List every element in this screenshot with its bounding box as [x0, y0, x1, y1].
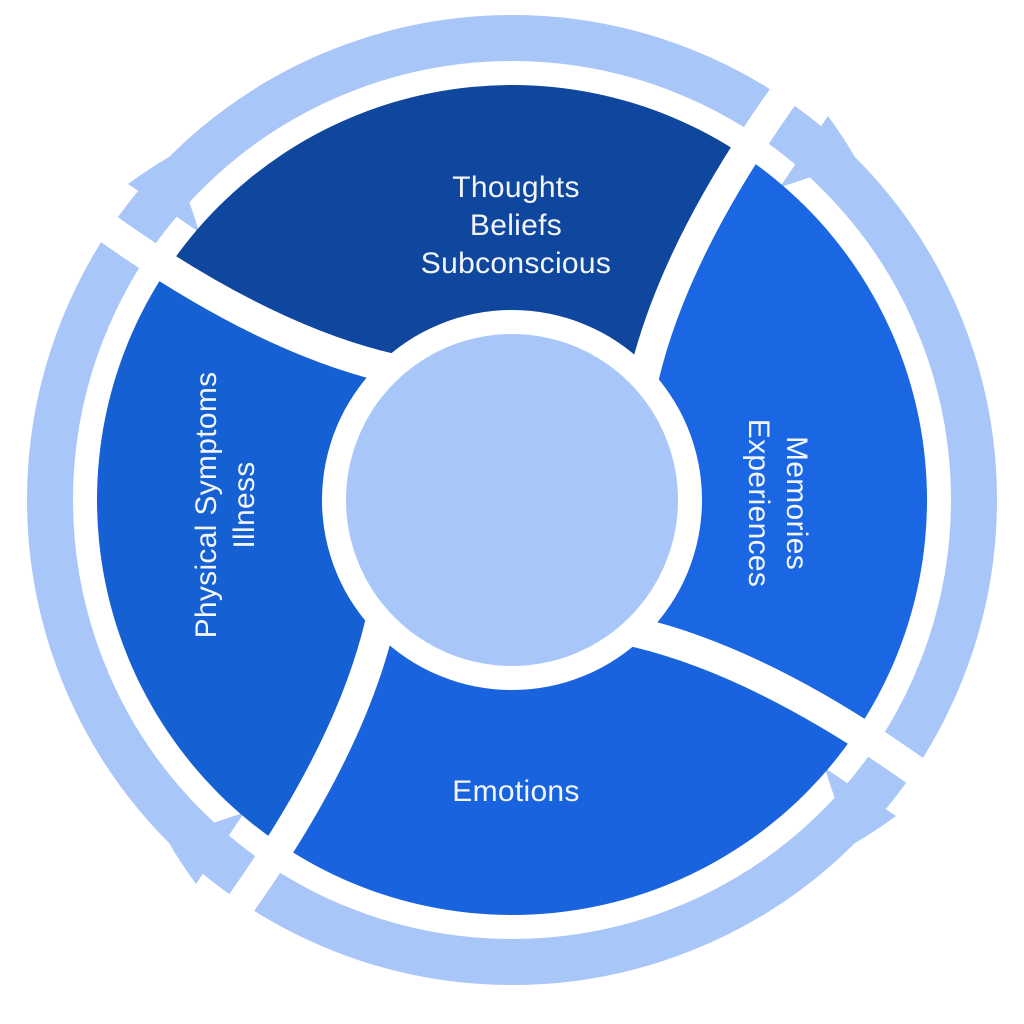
- segment-top-label-line: Beliefs: [469, 209, 563, 242]
- outer-ring-tail-se: [825, 768, 896, 843]
- divider-nw: [70, 197, 404, 383]
- segment-left-label-line: Illness: [228, 461, 261, 549]
- segment-top-label-line: Subconscious: [420, 247, 612, 280]
- segment-bottom-label: Emotions: [452, 773, 579, 811]
- segment-dividers: [70, 58, 954, 942]
- segment-right-label-line: Memories: [780, 435, 813, 571]
- segment-top-label-line: Thoughts: [452, 171, 580, 204]
- outer-ring: [27, 15, 997, 985]
- segment-right-label: Memories Experiences: [739, 419, 815, 587]
- segment-left-label-line: Physical Symptoms: [190, 371, 223, 639]
- outer-ring-tail-sw: [169, 813, 244, 884]
- divider-ne: [629, 58, 815, 392]
- segment-bottom-label-line: Emotions: [452, 775, 580, 808]
- segment-left-label: Physical Symptoms Illness: [188, 372, 264, 639]
- segment-top-label: Thoughts Beliefs Subconscious: [421, 169, 611, 283]
- outer-ring-tail-ne: [780, 116, 855, 187]
- divider-sw: [209, 608, 395, 942]
- center-circle: [346, 334, 678, 666]
- outer-ring-tails: [128, 116, 896, 884]
- segment-right-label-line: Experiences: [742, 418, 775, 588]
- divider-se: [620, 617, 954, 803]
- outer-ring-tail-nw: [128, 157, 199, 232]
